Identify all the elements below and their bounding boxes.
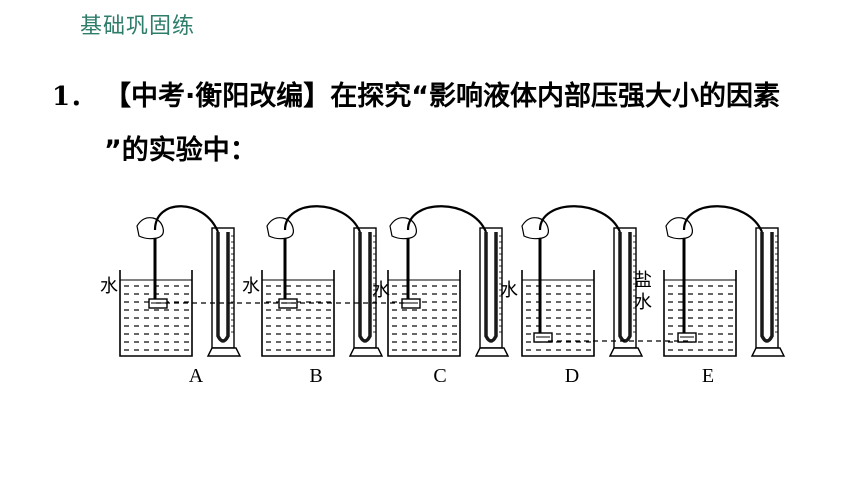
manometer-stand [206, 347, 242, 357]
panel-label: B [309, 365, 322, 387]
manometer-board [211, 227, 235, 349]
panel-label: C [433, 365, 446, 387]
panel-label: E [702, 365, 714, 387]
apparatus-D: 水D [500, 205, 644, 387]
liquid-label: 水 [500, 280, 518, 301]
beaker [521, 270, 595, 357]
question-text-line2: ”的实验中： [104, 135, 257, 166]
beaker [119, 270, 193, 357]
question-number: 1． [52, 82, 97, 112]
hand-icon [521, 217, 549, 240]
apparatus-C: 水C [372, 205, 510, 387]
liquid-label: 盐 [634, 270, 652, 291]
rubber-hose [283, 205, 362, 233]
manometer-stand [348, 347, 384, 357]
section-title: 基础巩固练 [80, 14, 196, 39]
beaker [261, 270, 335, 357]
u-tube [358, 232, 372, 343]
panel-label: A [189, 365, 204, 387]
u-tube [760, 232, 774, 343]
liquid-label: 水 [634, 292, 652, 313]
apparatus-A: 水A [100, 205, 242, 387]
manometer-stand [750, 347, 786, 357]
liquid-label: 水 [242, 276, 260, 297]
liquid-label: 水 [372, 280, 390, 301]
manometer-stand [608, 347, 644, 357]
panel-label: D [565, 365, 579, 387]
hand-icon [665, 217, 693, 240]
rubber-hose [538, 205, 622, 233]
rubber-hose [682, 205, 764, 233]
hand-icon [136, 217, 164, 240]
manometer-stand [474, 347, 510, 357]
beaker [663, 270, 737, 357]
rubber-hose [406, 205, 488, 233]
beaker [387, 270, 461, 357]
question-text-line1: 【中考·衡阳改编】在探究“影响液体内部压强大小的因素 [104, 81, 781, 112]
manometer-board [755, 227, 779, 349]
manometer-board [613, 227, 637, 349]
manometer-board [479, 227, 503, 349]
u-tube [216, 232, 230, 343]
apparatus-B: 水B [242, 205, 384, 387]
hand-icon [266, 217, 294, 240]
rubber-hose [153, 205, 220, 233]
liquid-label: 水 [100, 276, 118, 297]
apparatus-E: 盐水 E [634, 205, 786, 387]
hand-icon [389, 217, 417, 240]
u-tube [484, 232, 498, 343]
